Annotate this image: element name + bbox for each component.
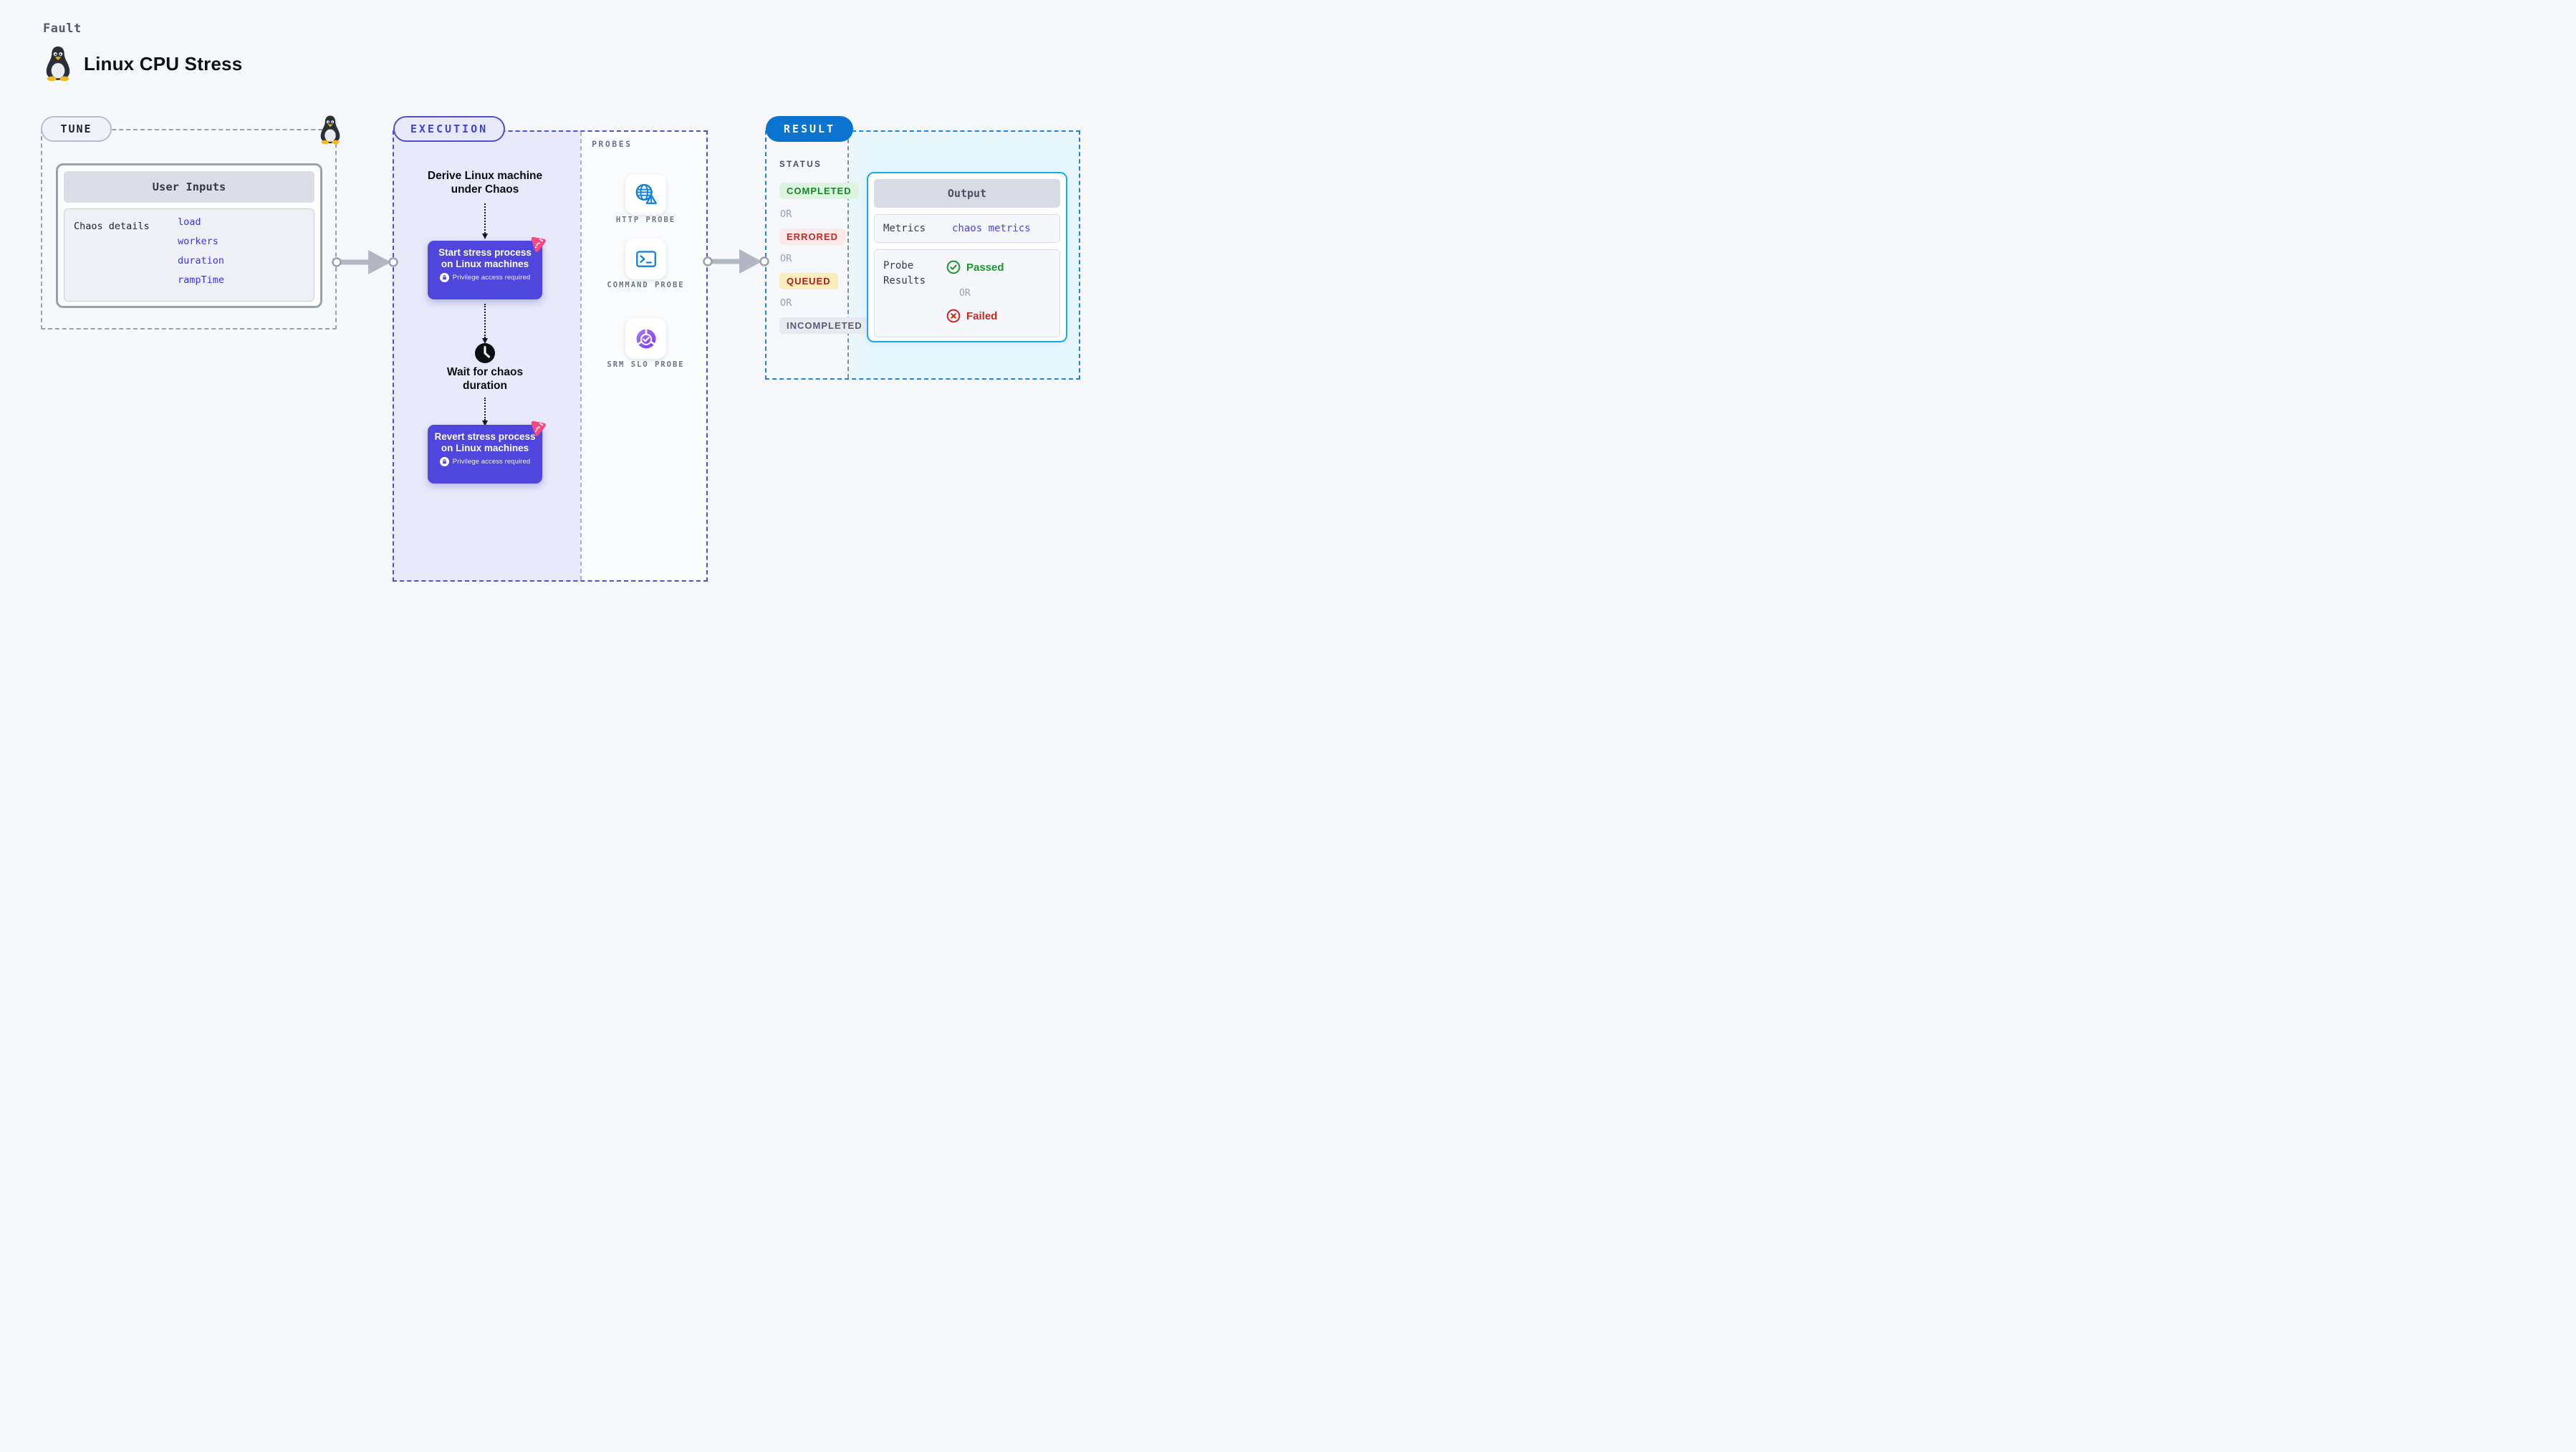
param-link-workers[interactable]: workers [178, 236, 218, 247]
probe-results-label: Probe Results [883, 260, 926, 287]
execution-section-pill: EXECUTION [393, 116, 505, 142]
passed-label: Passed [966, 261, 1004, 274]
slo-pie-check-icon [635, 327, 656, 348]
metrics-label: Metrics [883, 223, 926, 234]
fault-diagram: Fault Linux CPU Stress TUNE User Inputs … [0, 0, 1116, 629]
linux-tux-small-icon [320, 115, 340, 144]
status-or-2: OR [780, 253, 792, 264]
chaos-params-list: load workers duration rampTime [178, 216, 224, 286]
fault-kind-label: Fault [43, 21, 82, 36]
param-link-ramptime[interactable]: rampTime [178, 274, 225, 286]
chaos-metrics-link[interactable]: chaos metrics [952, 223, 1031, 234]
execution-probes-divider [580, 132, 582, 580]
srm-slo-probe-label: SRM SLO PROBE [607, 360, 685, 369]
flow-arrow-1 [482, 203, 488, 239]
http-probe-card [625, 174, 666, 215]
output-header: Output [874, 179, 1060, 208]
status-badge-queued: QUEUED [779, 273, 838, 289]
probe-results-or: OR [959, 288, 971, 299]
revert-stress-step: Revert stress process on Linux machines … [428, 425, 542, 484]
user-inputs-table: Chaos details load workers duration ramp… [64, 208, 314, 302]
status-or-3: OR [780, 297, 792, 309]
command-probe-card [625, 239, 666, 279]
user-inputs-card: User Inputs Chaos details load workers d… [56, 163, 322, 308]
globe-warning-icon [635, 183, 657, 204]
status-badge-errored: ERRORED [779, 229, 846, 245]
check-circle-icon [946, 260, 961, 274]
param-link-duration[interactable]: duration [178, 255, 225, 266]
status-badge-incompleted: INCOMPLETED [779, 317, 870, 334]
privilege-note-text: Privilege access required [452, 273, 531, 282]
linux-tux-icon [46, 46, 70, 81]
privilege-note-text-2: Privilege access required [452, 457, 531, 466]
wait-step-text: Wait for chaos duration [446, 366, 524, 392]
terminal-icon [635, 250, 656, 267]
result-section-pill: RESULT [766, 116, 853, 142]
x-circle-icon [946, 309, 961, 323]
flow-arrow-2 [482, 304, 488, 344]
flow-arrow-3 [482, 398, 488, 426]
tune-section-pill: TUNE [41, 116, 112, 142]
probe-passed-verdict: Passed [946, 260, 1004, 274]
execution-to-result-arrow [703, 249, 769, 274]
output-card: Output Metrics chaos metrics Probe Resul… [867, 172, 1067, 342]
user-inputs-header: User Inputs [64, 171, 314, 203]
tune-to-execution-arrow [332, 250, 398, 274]
chaos-logo-icon [531, 236, 546, 252]
probe-results-row: Probe Results Passed OR Failed [874, 249, 1060, 337]
lock-icon-2 [439, 456, 449, 466]
privilege-note: Privilege access required [439, 272, 531, 282]
status-badge-completed: COMPLETED [779, 183, 859, 199]
metrics-row: Metrics chaos metrics [874, 214, 1060, 243]
chaos-logo-icon-2 [531, 420, 546, 436]
lock-icon [439, 272, 449, 282]
command-probe-label: COMMAND PROBE [607, 281, 685, 289]
privilege-note-2: Privilege access required [439, 456, 531, 466]
derive-step-text: Derive Linux machine under Chaos [427, 170, 543, 196]
probes-heading: PROBES [592, 139, 633, 149]
status-or-1: OR [780, 208, 792, 220]
probe-failed-verdict: Failed [946, 309, 997, 323]
revert-stress-text: Revert stress process on Linux machines [434, 431, 536, 453]
start-stress-step: Start stress process on Linux machines P… [428, 241, 542, 299]
tune-section-box [41, 129, 337, 330]
page-title: Linux CPU Stress [84, 53, 243, 74]
failed-label: Failed [966, 309, 998, 322]
status-output-divider [847, 132, 849, 378]
start-stress-text: Start stress process on Linux machines [438, 247, 532, 269]
chaos-details-label: Chaos details [74, 221, 150, 232]
clock-icon [475, 343, 495, 363]
srm-slo-probe-card [625, 318, 666, 359]
http-probe-label: HTTP PROBE [615, 216, 676, 224]
status-heading: STATUS [779, 160, 822, 169]
param-link-load[interactable]: load [178, 216, 201, 228]
